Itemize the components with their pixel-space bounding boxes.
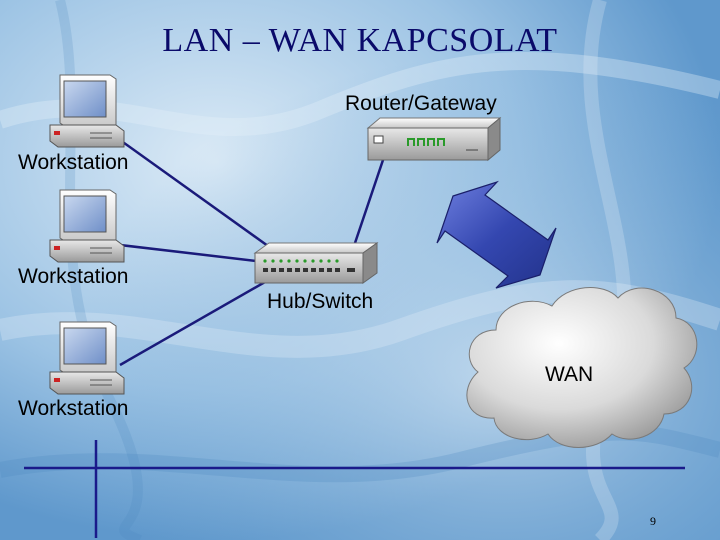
workstation-3-label: Workstation — [18, 397, 129, 420]
router-label: Router/Gateway — [345, 92, 497, 115]
workstation-1-label: Workstation — [18, 151, 129, 174]
connection-lines — [119, 138, 385, 367]
wan-cloud-icon — [466, 287, 698, 448]
slide-rule-lines — [24, 440, 685, 538]
link-ws3-hub — [119, 276, 273, 367]
workstation-2-label: Workstation — [18, 265, 129, 288]
wan-label: WAN — [545, 363, 594, 386]
page-number: 9 — [650, 514, 656, 528]
link-ws2-hub — [119, 243, 266, 264]
link-ws1-hub — [119, 138, 269, 248]
router-icon — [366, 116, 502, 162]
link-router-hub — [353, 159, 385, 244]
slide-title: LAN – WAN KAPCSOLAT — [162, 22, 558, 59]
hub-switch-icon — [253, 242, 379, 284]
workstation-3-icon — [49, 321, 125, 395]
hub-switch-label: Hub/Switch — [267, 290, 374, 313]
bidirectional-arrow-icon — [436, 180, 557, 289]
workstation-1-icon — [49, 74, 125, 148]
workstation-2-icon — [49, 189, 125, 263]
